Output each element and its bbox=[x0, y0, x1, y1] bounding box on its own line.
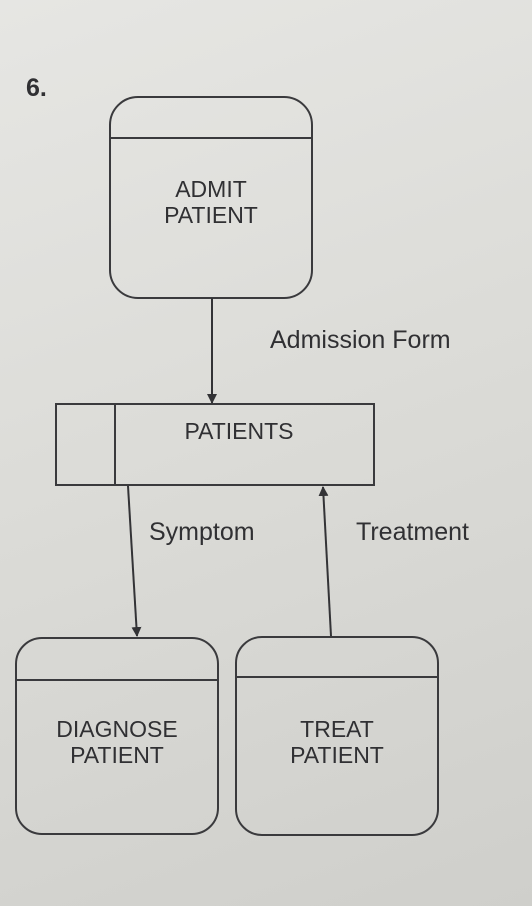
flow-arrow-symptom bbox=[127, 485, 142, 637]
question-number: 6. bbox=[26, 74, 47, 102]
flow-label-symptom: Symptom bbox=[149, 518, 255, 546]
process-label-treat-patient: TREAT PATIENT bbox=[290, 716, 384, 769]
process-label-diagnose-patient: DIAGNOSE PATIENT bbox=[56, 716, 178, 769]
flow-arrow-treatment bbox=[318, 486, 332, 637]
data-store-patients bbox=[55, 403, 375, 486]
process-label-admit-patient: ADMIT PATIENT bbox=[164, 176, 258, 229]
flow-label-admission-form: Admission Form bbox=[270, 326, 451, 354]
flow-label-treatment: Treatment bbox=[356, 518, 470, 546]
process-diagnose-patient bbox=[15, 637, 219, 835]
data-store-label-patients: PATIENTS bbox=[184, 418, 294, 444]
process-treat-patient bbox=[235, 636, 439, 836]
